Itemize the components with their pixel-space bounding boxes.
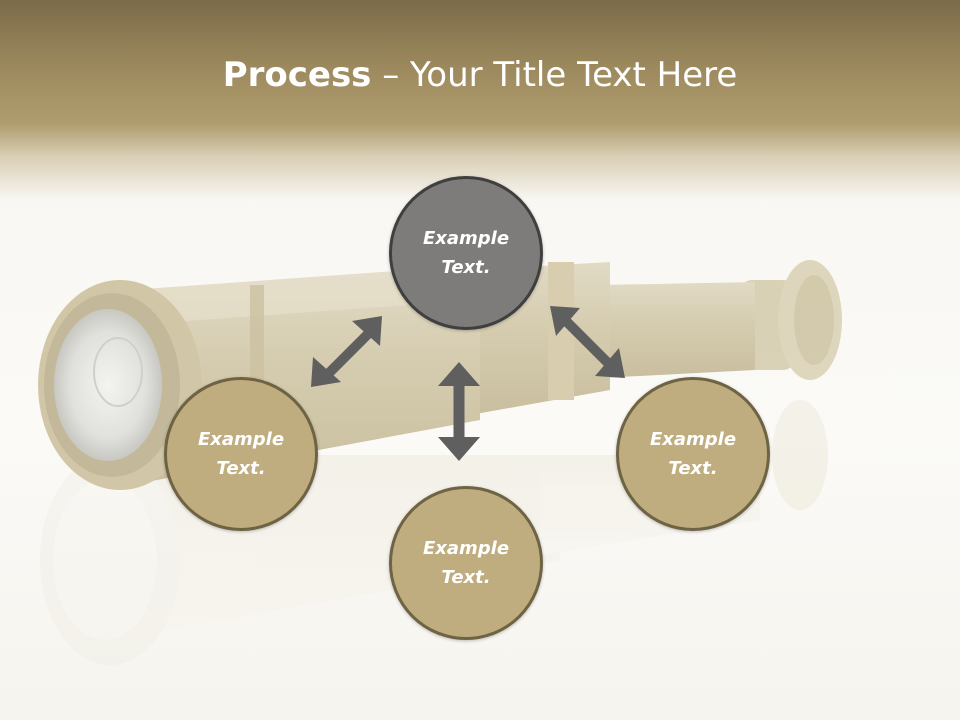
node-label: Example Text.	[422, 538, 510, 588]
process-node-left: Example Text.	[164, 377, 318, 531]
double-arrow-icon	[311, 316, 382, 387]
node-label: Example Text.	[649, 429, 737, 479]
process-node-right: Example Text.	[616, 377, 770, 531]
header-band	[0, 0, 960, 200]
slide-title: Process – Your Title Text Here	[0, 52, 960, 98]
process-node-top: Example Text.	[389, 176, 543, 330]
double-arrow-icon	[550, 306, 625, 378]
process-node-bottom: Example Text.	[389, 486, 543, 640]
double-arrow-icon	[438, 362, 480, 461]
title-bold: Process	[222, 55, 372, 95]
title-rest: – Your Title Text Here	[371, 55, 738, 95]
node-label: Example Text.	[422, 228, 510, 278]
node-label: Example Text.	[197, 429, 285, 479]
